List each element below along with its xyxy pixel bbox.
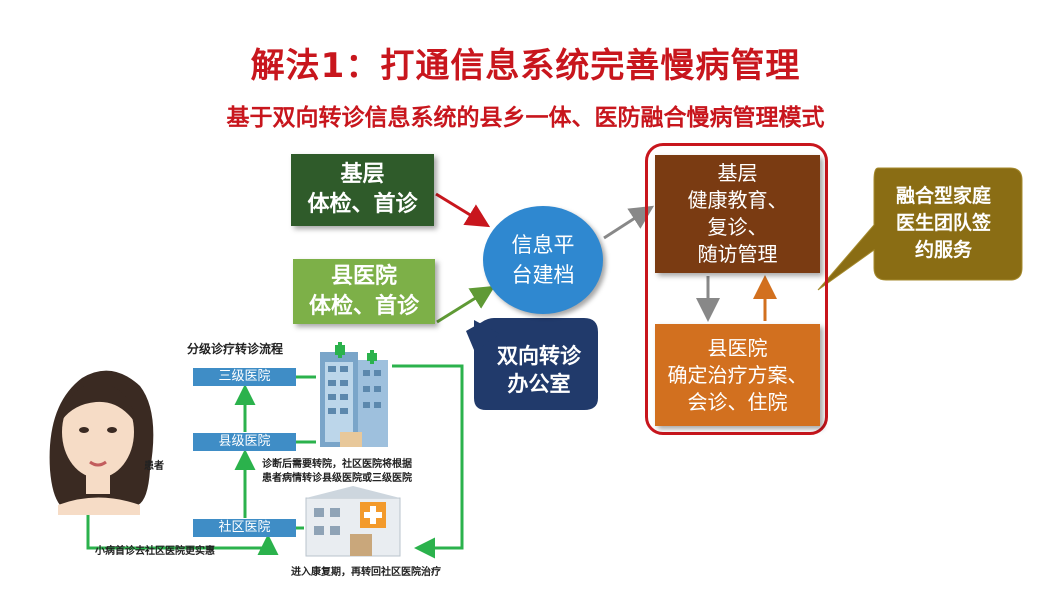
referral-note: 诊断后需要转院，社区医院将根据 患者病情转诊县级医院或三级医院 <box>262 458 472 486</box>
county-checkup-desc: 体检、首诊 <box>308 293 419 319</box>
referral-note-line2: 患者病情转诊县级医院或三级医院 <box>262 473 412 484</box>
primary-checkup-title: 基层 <box>340 162 385 187</box>
primary-checkup-box: 基层 体检、首诊 <box>291 154 434 226</box>
page-title: 解法1：打通信息系统完善慢病管理 <box>250 46 801 86</box>
flowchart-title: 分级诊疗转诊流程 <box>187 342 284 356</box>
primary-care-line4: 随访管理 <box>697 242 778 266</box>
team-line2: 医生团队签 <box>895 211 991 234</box>
first-visit-note: 小病首诊去社区医院更实惠 <box>95 546 215 557</box>
hospital-building-icon <box>320 342 388 447</box>
county-checkup-title: 县医院 <box>330 263 397 289</box>
county-treatment-line2: 确定治疗方案、 <box>667 362 808 387</box>
county-checkup-box: 县医院 体检、首诊 <box>293 259 435 324</box>
primary-care-line2: 健康教育、 <box>687 188 788 212</box>
patient-avatar-icon <box>49 370 154 515</box>
primary-care-title: 基层 <box>717 161 758 185</box>
primary-checkup-desc: 体检、首诊 <box>307 192 418 217</box>
platform-line1: 信息平 <box>511 233 575 257</box>
patient-label: 患者 <box>144 461 164 472</box>
level-county-hospital: 县级医院 <box>193 433 296 451</box>
county-treatment-title: 县医院 <box>707 335 768 360</box>
right-panel-frame <box>645 143 828 435</box>
arrow-primary-to-platform <box>435 192 491 228</box>
team-line1: 融合型家庭 <box>895 184 991 207</box>
county-treatment-box: 县医院 确定治疗方案、 会诊、住院 <box>655 324 820 426</box>
team-line3: 约服务 <box>914 238 972 261</box>
referral-office-line2: 办公室 <box>507 372 571 396</box>
platform-line2: 台建档 <box>511 263 575 287</box>
page-subtitle: 基于双向转诊信息系统的县乡一体、医防融合慢病管理模式 <box>226 105 825 131</box>
referral-office-callout <box>466 318 598 410</box>
primary-care-line3: 复诊、 <box>707 215 768 239</box>
family-doctor-team-callout: 融合型家庭 医生团队签 约服务 <box>871 171 1016 275</box>
callout-pointer <box>474 320 500 352</box>
info-platform-circle: 信息平 台建档 <box>483 206 603 314</box>
clinic-building-icon <box>305 486 401 557</box>
arrow-platform-to-primary-care <box>603 205 655 240</box>
team-callout-bubble <box>817 167 1023 291</box>
referral-note-line1: 诊断后需要转院，社区医院将根据 <box>262 459 412 470</box>
arrow-county-to-platform <box>436 285 496 324</box>
level-community-hospital: 社区医院 <box>193 519 296 537</box>
referral-office-line1: 双向转诊 <box>497 344 581 368</box>
county-treatment-line3: 会诊、住院 <box>687 389 788 414</box>
referral-office-label: 双向转诊 办公室 <box>477 335 601 405</box>
rehab-note: 进入康复期，再转回社区医院治疗 <box>291 567 441 578</box>
level-tertiary-hospital: 三级医院 <box>193 368 296 386</box>
primary-care-management-box: 基层 健康教育、 复诊、 随访管理 <box>655 155 820 273</box>
